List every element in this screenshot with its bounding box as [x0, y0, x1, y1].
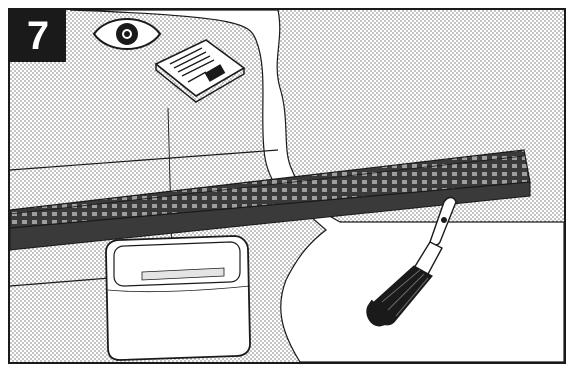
- eye-icon: [92, 18, 162, 50]
- illustration-panel: 7: [8, 8, 566, 364]
- step-number-badge: 7: [10, 10, 66, 62]
- paint-brush-icon: [366, 196, 457, 327]
- scene: [10, 10, 564, 362]
- instruction-booklet-icon: [154, 39, 246, 103]
- paper-cutout: [69, 10, 564, 362]
- drain-grating: [10, 149, 531, 229]
- container-box: [105, 235, 251, 361]
